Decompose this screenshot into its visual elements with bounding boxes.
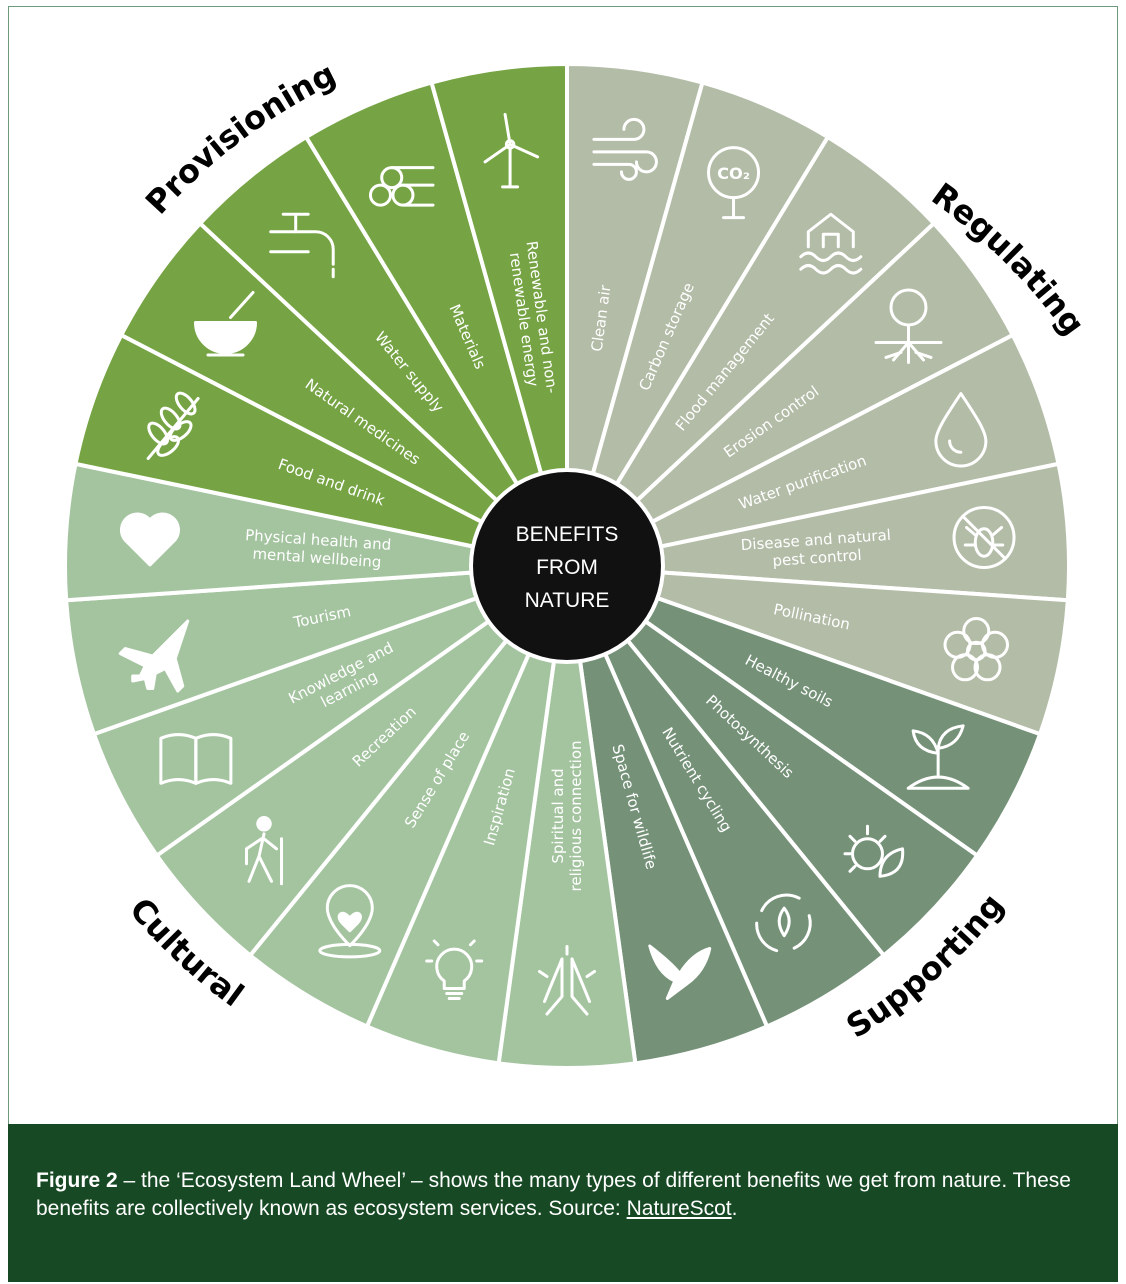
tree-co2-icon: CO₂	[707, 146, 761, 220]
sun-leaf-icon	[843, 824, 905, 878]
wheel-segments	[63, 61, 1071, 1070]
flood-house-icon	[799, 212, 863, 275]
segment-label-line: Spiritual and	[549, 768, 567, 863]
seedling-icon	[906, 724, 970, 790]
mortar-pestle-icon	[194, 290, 258, 357]
segment-label-line: religious connection	[567, 740, 585, 891]
airplane-icon	[118, 619, 190, 693]
figure-caption: Figure 2 – the ‘Ecosystem Land Wheel’ – …	[8, 1124, 1118, 1282]
water-drop-icon	[934, 392, 988, 468]
wheel-icons: CO₂	[118, 112, 1016, 1016]
book-icon	[159, 733, 233, 785]
wind-icon	[592, 117, 658, 181]
caption-figure-label: Figure 2	[36, 1169, 118, 1192]
location-heart-icon	[318, 884, 382, 959]
center-line-3: NATURE	[525, 589, 610, 612]
tap-icon	[269, 212, 335, 279]
logs-icon	[368, 166, 435, 207]
hiker-icon	[245, 816, 284, 886]
recycle-leaf-icon	[755, 893, 812, 953]
flower-icon	[943, 617, 1010, 682]
svg-text:CO₂: CO₂	[717, 164, 750, 183]
caption-text: – the ‘Ecosystem Land Wheel’ – shows the…	[36, 1169, 1071, 1220]
heart-icon	[120, 512, 180, 567]
caption-end: .	[731, 1197, 738, 1220]
center-line-2: FROM	[536, 556, 598, 579]
no-bug-icon	[952, 505, 1016, 569]
praying-hands-icon	[538, 945, 596, 1016]
wheel-segment	[429, 61, 569, 567]
wheat-icon	[146, 391, 200, 461]
wheel-center: BENEFITS FROM NATURE	[469, 468, 665, 664]
lightbulb-icon	[425, 939, 484, 1000]
center-line-1: BENEFITS	[516, 523, 619, 546]
bird-icon	[648, 944, 712, 1000]
wind-turbine-icon	[483, 112, 540, 189]
caption-source-link[interactable]: NatureScot	[626, 1197, 732, 1220]
tree-roots-icon	[874, 288, 943, 364]
